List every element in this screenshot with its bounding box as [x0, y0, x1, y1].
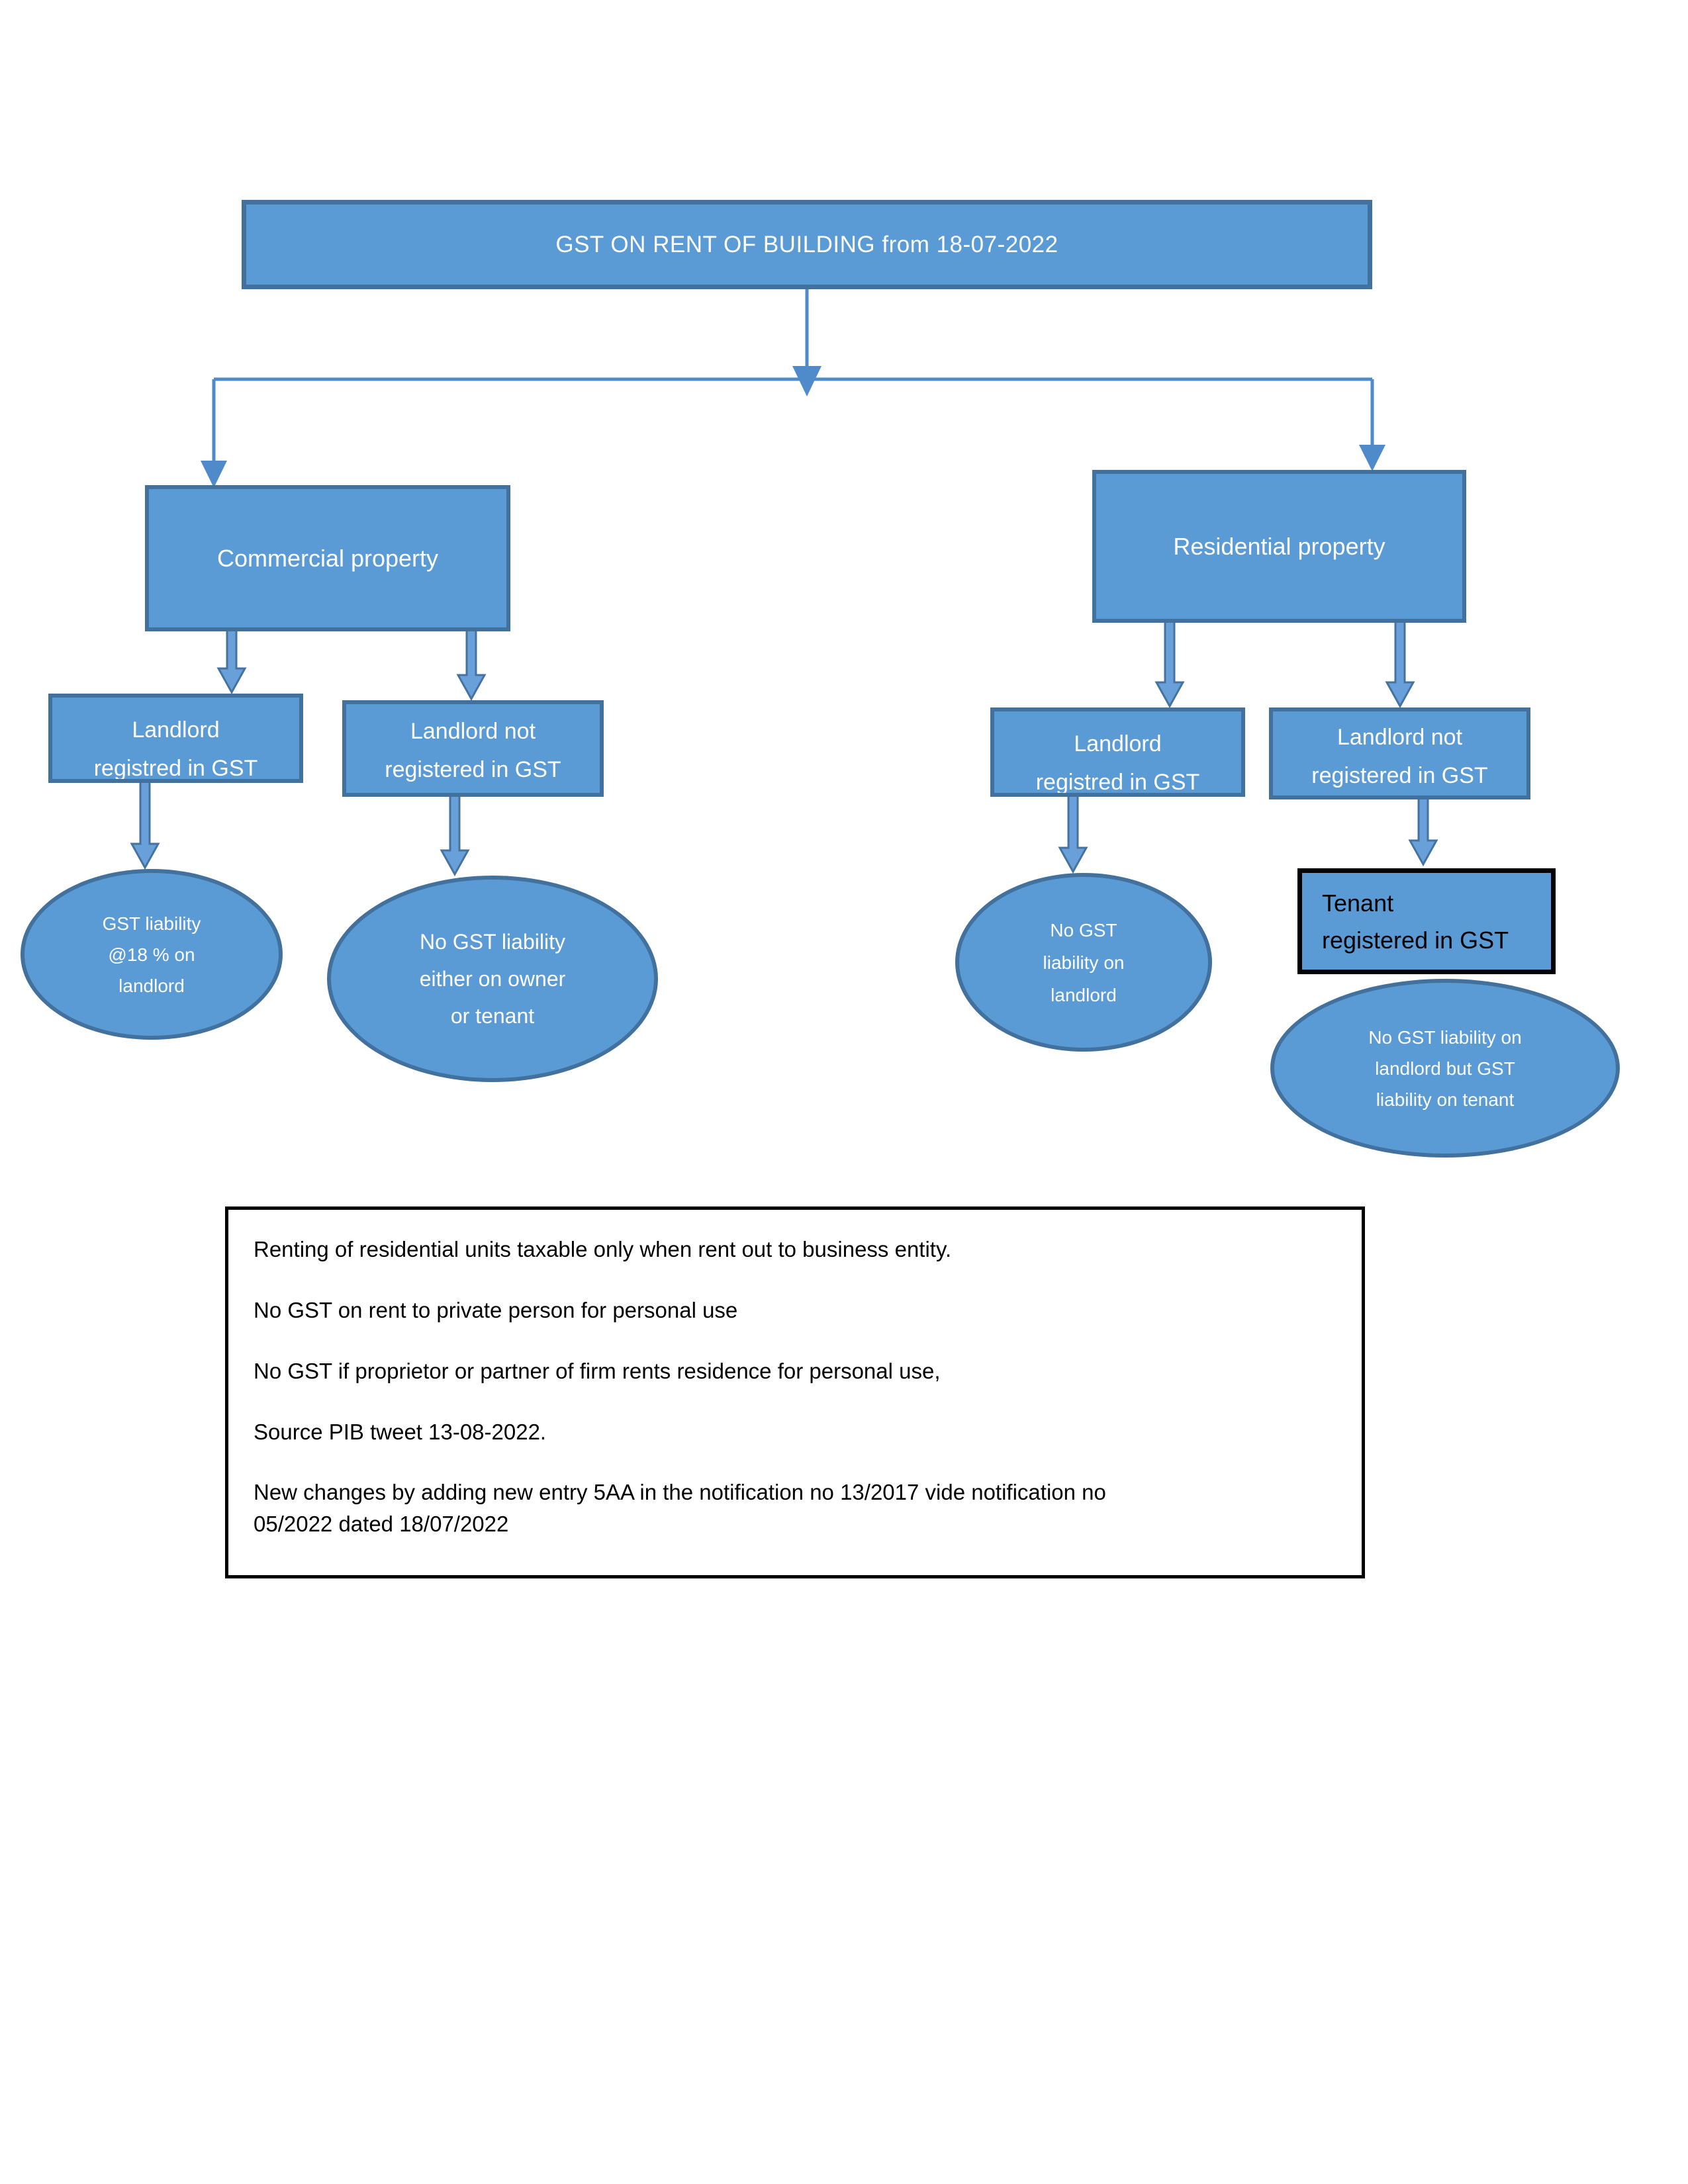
node-tenant-registered: Tenant registered in GST: [1297, 868, 1556, 974]
node-commercial-landlord-not-registered: Landlord not registered in GST: [342, 700, 604, 797]
arrowhead-to-commercial: [201, 461, 227, 488]
node-residential-property: Residential property: [1092, 470, 1466, 623]
node-residential-landlord-not-registered: Landlord not registered in GST: [1269, 707, 1530, 799]
arrow-commercial-to-registered: [216, 629, 247, 695]
title-box: GST ON RENT OF BUILDING from 18-07-2022: [242, 200, 1372, 289]
note-line: New changes by adding new entry 5AA in t…: [254, 1480, 1106, 1537]
note-line: Source PIB tweet 13-08-2022.: [254, 1419, 547, 1444]
arrow-commercial-to-not-registered: [456, 629, 487, 702]
node-residential-landlord-registered: Landlord registred in GST: [990, 707, 1245, 797]
arrowhead-center-down: [792, 366, 821, 396]
note-line: Renting of residential units taxable onl…: [254, 1237, 952, 1261]
note-line: No GST if proprietor or partner of firm …: [254, 1358, 941, 1383]
outcome-gst-liability-18-landlord: GST liability @18 % on landlord: [21, 869, 283, 1040]
outcome-no-gst-owner-or-tenant: No GST liability either on owner or tena…: [327, 876, 658, 1082]
arrow-res-registered-to-no-liability: [1058, 794, 1088, 874]
arrow-residential-to-registered: [1154, 620, 1185, 709]
node-commercial-landlord-registered: Landlord registred in GST: [48, 694, 303, 783]
arrow-to-tenant-box: [1408, 797, 1438, 867]
note-line: No GST on rent to private person for per…: [254, 1297, 738, 1322]
outcome-no-gst-landlord: No GST liability on landlord: [955, 873, 1212, 1052]
arrowhead-to-residential: [1359, 445, 1385, 471]
arrow-registered-to-liability: [130, 780, 160, 870]
notes-box: Renting of residential units taxable onl…: [225, 1206, 1365, 1578]
node-commercial-property: Commercial property: [145, 485, 510, 631]
arrow-residential-to-not-registered: [1385, 620, 1415, 709]
arrow-not-registered-to-no-liability: [440, 794, 470, 877]
branch-connector: [212, 289, 1374, 463]
outcome-gst-on-tenant: No GST liability on landlord but GST lia…: [1270, 979, 1620, 1158]
